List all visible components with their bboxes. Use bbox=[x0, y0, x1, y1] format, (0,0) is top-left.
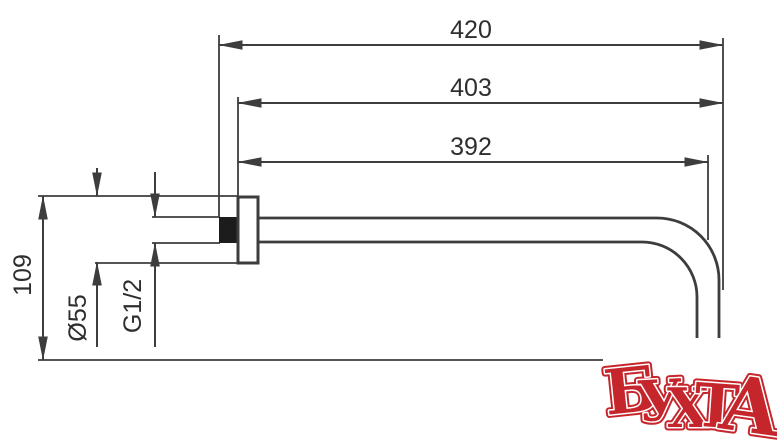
dimension-label-392: 392 bbox=[450, 133, 492, 161]
dimension-label-403: 403 bbox=[450, 74, 492, 102]
watermark-letter: У bbox=[636, 367, 685, 435]
dimension-label-420: 420 bbox=[450, 16, 492, 44]
watermark-letter: А bbox=[714, 357, 777, 445]
shower-arm-inner-contour bbox=[258, 240, 699, 338]
dimension-label-109: 109 bbox=[9, 254, 37, 296]
watermark-logo: Б У Х Т А Б У Х Т А bbox=[597, 348, 777, 445]
dimension-label-diameter-55: Ø55 bbox=[64, 294, 92, 341]
watermark-letter: Б bbox=[601, 352, 661, 430]
wall-thread-block bbox=[219, 217, 238, 243]
watermark-letter: Б bbox=[601, 352, 661, 430]
dimension-label-thread-g12: G1/2 bbox=[119, 279, 147, 333]
watermark-letters: Б У Х Т А bbox=[599, 350, 777, 445]
wall-flange-escutcheon bbox=[236, 195, 260, 265]
watermark-letter: Х bbox=[667, 376, 709, 440]
shower-arm-outer-contour bbox=[258, 216, 721, 338]
watermark-letter: У bbox=[636, 367, 685, 435]
watermark-letter: А bbox=[714, 357, 777, 445]
watermark-letter: Т bbox=[692, 371, 742, 444]
watermark-letter: Х bbox=[667, 376, 709, 440]
watermark-outer-outline: Б У Х Т А bbox=[597, 348, 777, 445]
watermark-letter: Т bbox=[692, 371, 742, 444]
